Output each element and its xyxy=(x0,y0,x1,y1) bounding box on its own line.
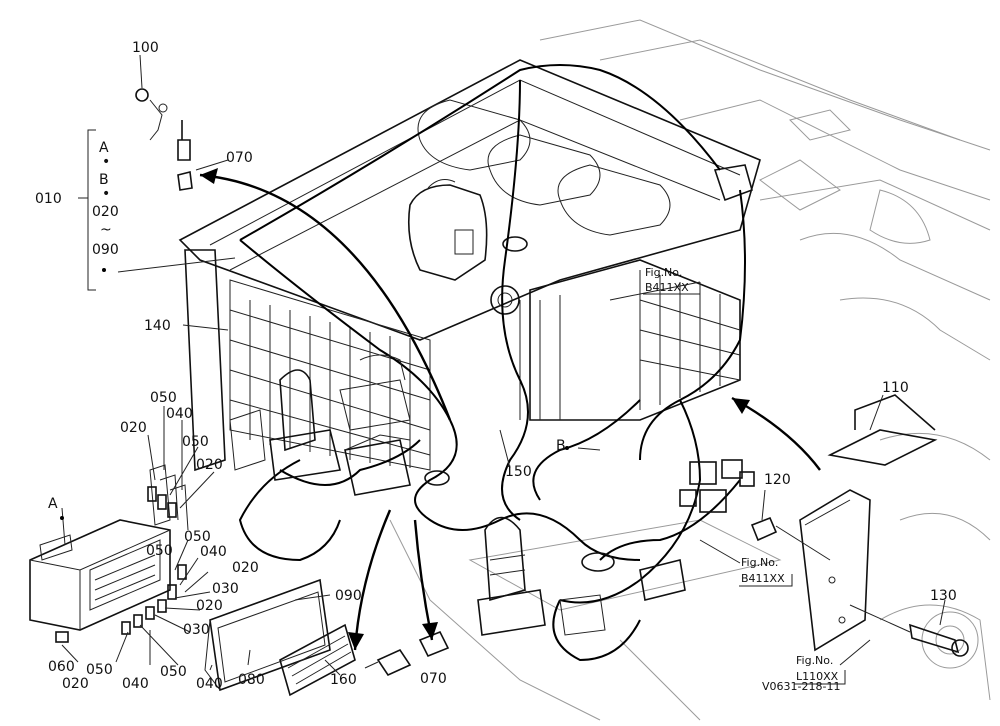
relay-cluster xyxy=(639,459,755,601)
group010-line4: 090 xyxy=(92,242,119,258)
callout-030-a: 030 xyxy=(212,581,239,597)
bolt-130 xyxy=(849,604,969,657)
callout-160: 160 xyxy=(330,672,357,688)
callout-030-b: 030 xyxy=(183,622,210,638)
left-console xyxy=(229,354,411,496)
figref1-label: Fig.No. xyxy=(645,266,682,279)
bracket-110 xyxy=(799,394,938,652)
wiring-harness xyxy=(238,64,746,662)
callout-020-d: 020 xyxy=(196,598,223,614)
explode-arrows xyxy=(199,168,821,651)
letter-a-detail: A xyxy=(48,496,58,512)
letter-b-marker: B xyxy=(556,438,566,454)
callout-040-b: 040 xyxy=(200,544,227,560)
group010-dot1: • xyxy=(102,154,110,170)
callout-010: 010 xyxy=(35,191,62,207)
callout-080: 080 xyxy=(238,672,265,688)
callout-020-c: 020 xyxy=(232,560,259,576)
callout-060: 060 xyxy=(48,659,75,675)
figref3-number: L110XX xyxy=(796,670,839,683)
callout-050-d: 050 xyxy=(146,543,173,559)
callout-040-a: 040 xyxy=(166,406,193,422)
callout-070-top: 070 xyxy=(226,150,253,166)
drawing-code: V0631-218-11 xyxy=(762,680,840,693)
callout-110: 110 xyxy=(882,380,909,396)
group010-dot2: • xyxy=(102,186,110,202)
callout-130: 130 xyxy=(930,588,957,604)
callout-020-e: 020 xyxy=(62,676,89,692)
detail-a-fusebox xyxy=(29,464,189,643)
callout-020-b: 020 xyxy=(196,457,223,473)
right-joystick xyxy=(477,516,606,636)
callout-050-b: 050 xyxy=(182,434,209,450)
group010-line1: A xyxy=(99,140,109,156)
callout-020-a: 020 xyxy=(120,420,147,436)
callout-040-c: 040 xyxy=(122,676,149,692)
group010-line2: B xyxy=(99,172,109,188)
group010-tilde: ~ xyxy=(100,222,112,238)
figref2-number: B411XX xyxy=(741,572,785,585)
callout-050-a: 050 xyxy=(150,390,177,406)
callout-090: 090 xyxy=(335,588,362,604)
callout-150: 150 xyxy=(505,464,532,480)
parts-100-070-top xyxy=(135,88,193,191)
figref1-number: B411XX xyxy=(645,281,689,294)
callout-140: 140 xyxy=(144,318,171,334)
callout-050-c: 050 xyxy=(184,529,211,545)
leader-lines xyxy=(60,54,946,676)
callout-040-d: 040 xyxy=(196,676,223,692)
callout-120: 120 xyxy=(764,472,791,488)
group010-line3: 020 xyxy=(92,204,119,220)
callout-100: 100 xyxy=(132,40,159,56)
figref3-label: Fig.No. xyxy=(796,654,833,667)
sticker-160 xyxy=(279,623,356,697)
cover-080 xyxy=(204,578,331,692)
callout-labels: 100 070 010 A • B • 020 ~ 090 140 050 04… xyxy=(35,40,957,692)
figure-references: Fig.No. B411XX Fig.No. B411XX Fig.No. L1… xyxy=(643,266,846,685)
bolt-120 xyxy=(750,516,831,561)
callout-070-bottom: 070 xyxy=(420,671,447,687)
callout-050-f: 050 xyxy=(160,664,187,680)
cab-roof-frame xyxy=(178,59,761,472)
machine-body-outline xyxy=(389,19,991,721)
callout-050-e: 050 xyxy=(86,662,113,678)
figref2-label: Fig.No. xyxy=(741,556,778,569)
connector-070-bottom xyxy=(364,630,450,677)
group-010-bracket xyxy=(78,129,96,291)
